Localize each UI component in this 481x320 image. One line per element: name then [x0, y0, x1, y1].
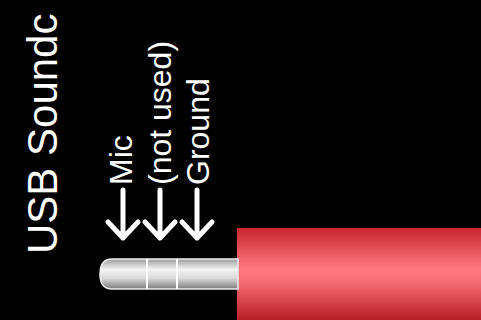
cable-body [237, 228, 481, 320]
pin-name: (not used) [143, 41, 177, 185]
pointer-arrow [182, 190, 212, 238]
jack-plug [100, 259, 238, 289]
device-title: USB Soundc [20, 14, 66, 254]
ring-divider [176, 259, 178, 289]
pointer-arrow [108, 190, 138, 238]
pin-name: Mic [104, 135, 138, 185]
pointer-arrow [145, 190, 175, 238]
ring-divider [146, 259, 148, 289]
pin-name: Ground [181, 78, 215, 185]
